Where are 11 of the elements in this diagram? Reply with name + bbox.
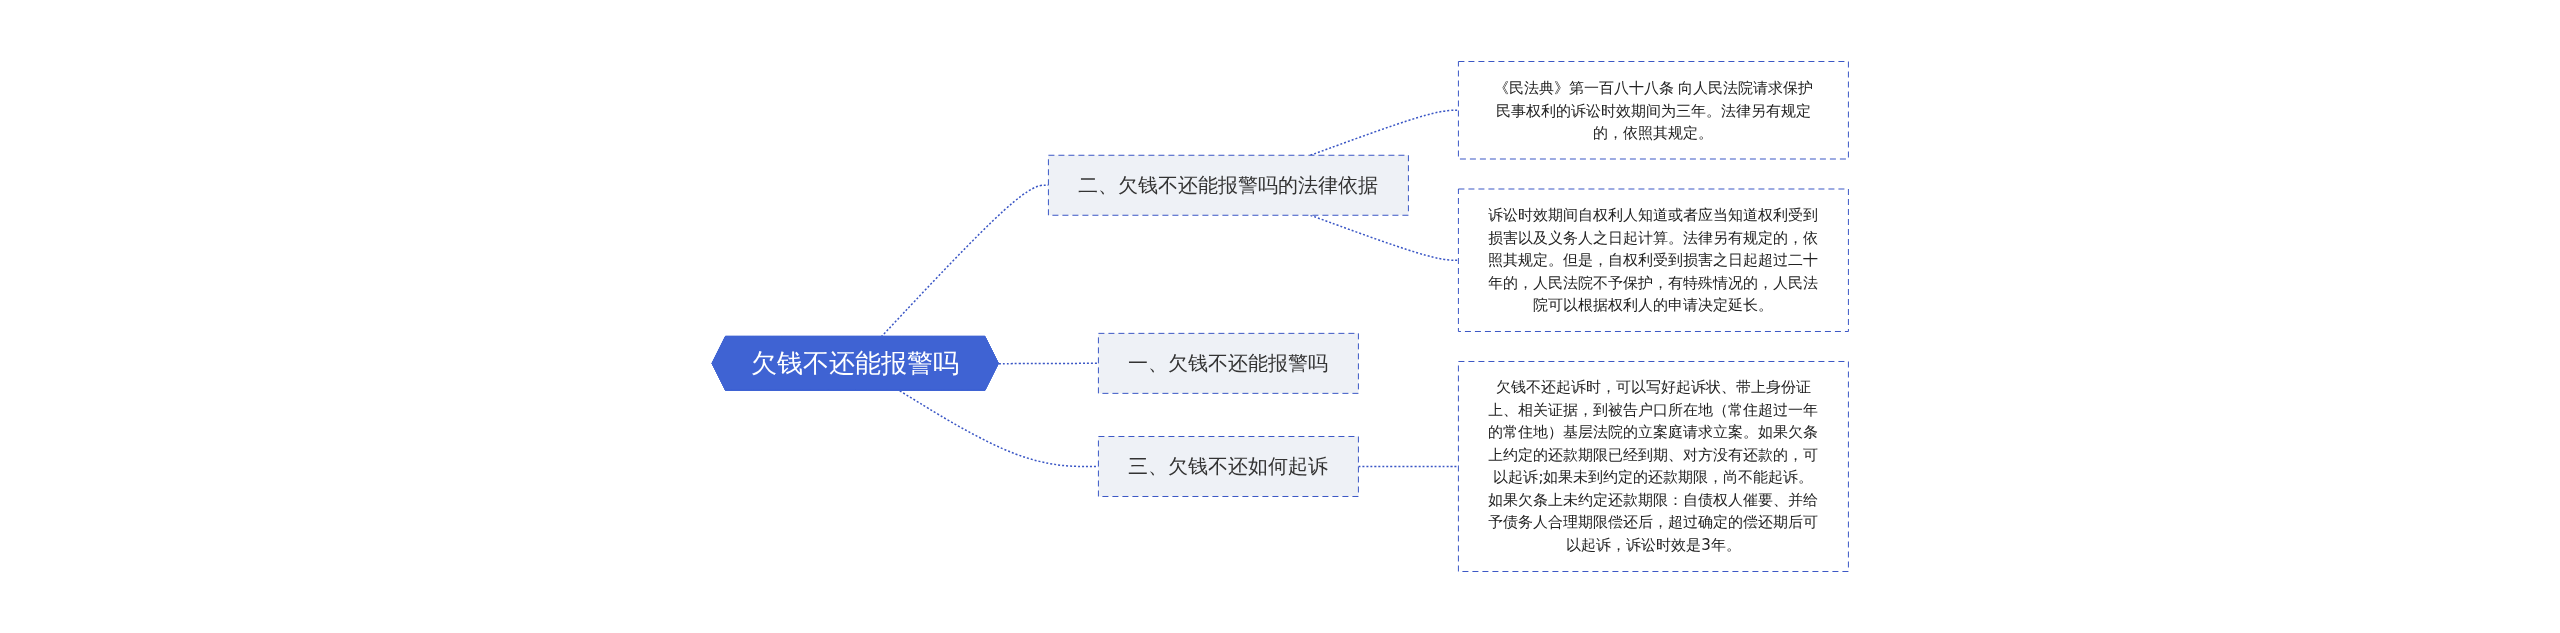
node-box: 《民法典》第一百八十八条 向人民法院请求保护民事权利的诉讼时效期间为三年。法律另有规定的，依照其规定。 [1457,61,1849,160]
connector [997,362,1099,365]
connector [1357,465,1459,468]
connector [880,184,1049,338]
connector [1309,109,1459,156]
node-box: 诉讼时效期间自权利人知道或者应当知道权利受到损害以及义务人之日起计算。法律另有规定的，依照其规定。但是，自权利受到损害之日起超过二十年的，人民法院不予保护，有特殊情况的，人民法院可以根据权利人的申请决定延长。 [1457,188,1849,332]
connector [898,390,1099,468]
node-box: 三、欠钱不还如何起诉 [1097,436,1359,497]
node-box: 二、欠钱不还能报警吗的法律依据 [1047,154,1409,216]
node-box: 一、欠钱不还能报警吗 [1097,332,1359,394]
node-box: 欠钱不还起诉时，可以写好起诉状、带上身份证上、相关证据，到被告户口所在地（常住超过一年的常住地）基层法院的立案庭请求立案。如果欠条上约定的还款期限已经到期、对方没有还款的，可以起诉;如果未到约定的还款期限，尚不能起诉。如果欠条上未约定还款期限：自债权人催要、并给予债务人合理期限偿还后，超过确定的偿还期后可以起诉，诉讼时效是3年。 [1457,361,1849,572]
